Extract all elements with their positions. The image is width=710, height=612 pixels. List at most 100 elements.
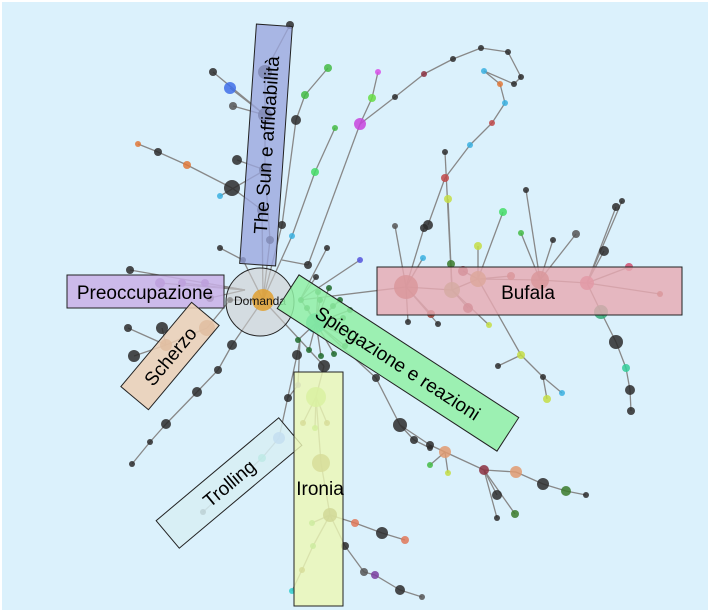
tree-node bbox=[550, 237, 556, 243]
tree-edge bbox=[375, 377, 401, 426]
root-node bbox=[252, 289, 274, 311]
tree-node bbox=[444, 195, 452, 203]
tree-node bbox=[324, 64, 332, 72]
tree-node bbox=[354, 118, 366, 130]
tree-node bbox=[313, 274, 319, 280]
tree-node bbox=[523, 187, 529, 193]
tree-node bbox=[497, 81, 503, 87]
tree-node bbox=[318, 353, 324, 359]
tree-edge bbox=[444, 451, 485, 471]
tree-node bbox=[224, 180, 240, 196]
tree-node bbox=[332, 125, 338, 131]
tree-edge bbox=[427, 177, 446, 226]
tree-edge bbox=[131, 441, 151, 465]
tree-node bbox=[292, 350, 302, 360]
tree-node bbox=[518, 74, 524, 80]
tree-node bbox=[495, 363, 501, 369]
tree-edge bbox=[507, 51, 522, 78]
tree-node bbox=[301, 91, 309, 99]
tree-node bbox=[360, 568, 368, 576]
tree-node bbox=[435, 321, 441, 327]
tree-node bbox=[392, 223, 398, 229]
tree-edge bbox=[304, 67, 329, 96]
tree-node bbox=[537, 478, 549, 490]
tree-edge bbox=[497, 354, 522, 367]
tree-node bbox=[217, 245, 223, 251]
category-label-preoccupazione: Preoccupazione bbox=[77, 283, 213, 304]
tree-node bbox=[419, 594, 425, 600]
tree-node bbox=[324, 245, 330, 251]
tree-node bbox=[351, 519, 359, 527]
tree-edge bbox=[394, 73, 425, 98]
tree-node bbox=[517, 351, 525, 359]
root-label: Domanda bbox=[234, 294, 286, 308]
tree-node bbox=[192, 387, 202, 397]
tree-edge bbox=[359, 96, 396, 125]
tree-node bbox=[214, 366, 222, 374]
tree-edge bbox=[281, 119, 297, 226]
tree-node bbox=[147, 439, 153, 445]
tree-node bbox=[445, 470, 451, 476]
tree-edge bbox=[452, 47, 482, 60]
tree-node bbox=[410, 436, 418, 444]
tree-node bbox=[357, 257, 363, 263]
tree-node bbox=[619, 198, 625, 204]
tree-node bbox=[510, 466, 522, 478]
tree-node bbox=[511, 510, 519, 518]
tree-edge bbox=[483, 469, 498, 519]
tree-node bbox=[474, 242, 482, 250]
category-box-bufala: Bufala bbox=[376, 266, 683, 316]
tree-node bbox=[405, 319, 411, 325]
tree-node bbox=[331, 351, 337, 357]
tree-node bbox=[229, 102, 237, 110]
tree-node bbox=[479, 465, 489, 475]
tree-edge bbox=[314, 127, 336, 173]
tree-edge bbox=[499, 83, 506, 104]
tree-node bbox=[583, 492, 589, 498]
tree-node bbox=[427, 462, 433, 468]
tree-edge bbox=[371, 71, 379, 99]
tree-node bbox=[467, 142, 473, 148]
tree-edge bbox=[157, 151, 188, 166]
tree-node bbox=[627, 407, 635, 415]
tree-node bbox=[289, 233, 295, 239]
tree-edge bbox=[542, 376, 563, 394]
tree-node bbox=[478, 45, 484, 51]
tree-edge bbox=[281, 259, 309, 266]
tree-node bbox=[129, 461, 135, 467]
tree-node bbox=[209, 68, 217, 76]
category-box-sun: The Sun e affidabilità bbox=[239, 23, 293, 267]
category-box-preoccupazione: Preoccupazione bbox=[66, 274, 225, 309]
tree-edge bbox=[219, 247, 244, 261]
tree-edge bbox=[525, 189, 541, 281]
tree-node bbox=[291, 115, 301, 125]
tree-node bbox=[368, 94, 376, 102]
tree-edge bbox=[307, 123, 361, 266]
tree-node bbox=[439, 446, 451, 458]
tree-node bbox=[499, 208, 507, 216]
tree-node bbox=[420, 224, 428, 232]
tree-node bbox=[612, 203, 620, 211]
tree-node bbox=[421, 71, 427, 77]
tree-edge bbox=[444, 144, 471, 179]
tree-edge bbox=[480, 47, 509, 53]
tree-edge bbox=[291, 171, 316, 237]
tree-node bbox=[217, 193, 223, 199]
tree-node bbox=[318, 360, 330, 372]
tree-node bbox=[295, 337, 301, 343]
tree-node bbox=[392, 94, 398, 100]
tree-node bbox=[154, 148, 162, 156]
tree-node bbox=[481, 68, 487, 74]
tree-node bbox=[427, 445, 433, 451]
tree-node bbox=[135, 141, 141, 147]
tree-node bbox=[224, 82, 236, 94]
tree-edge bbox=[520, 354, 544, 378]
tree-node bbox=[371, 571, 379, 579]
tree-node bbox=[492, 490, 502, 500]
tree-edge bbox=[483, 70, 515, 85]
category-label-bufala: Bufala bbox=[501, 283, 555, 304]
tree-node bbox=[401, 536, 409, 544]
category-box-ironia: Ironia bbox=[293, 371, 344, 607]
tree-node bbox=[395, 585, 405, 595]
